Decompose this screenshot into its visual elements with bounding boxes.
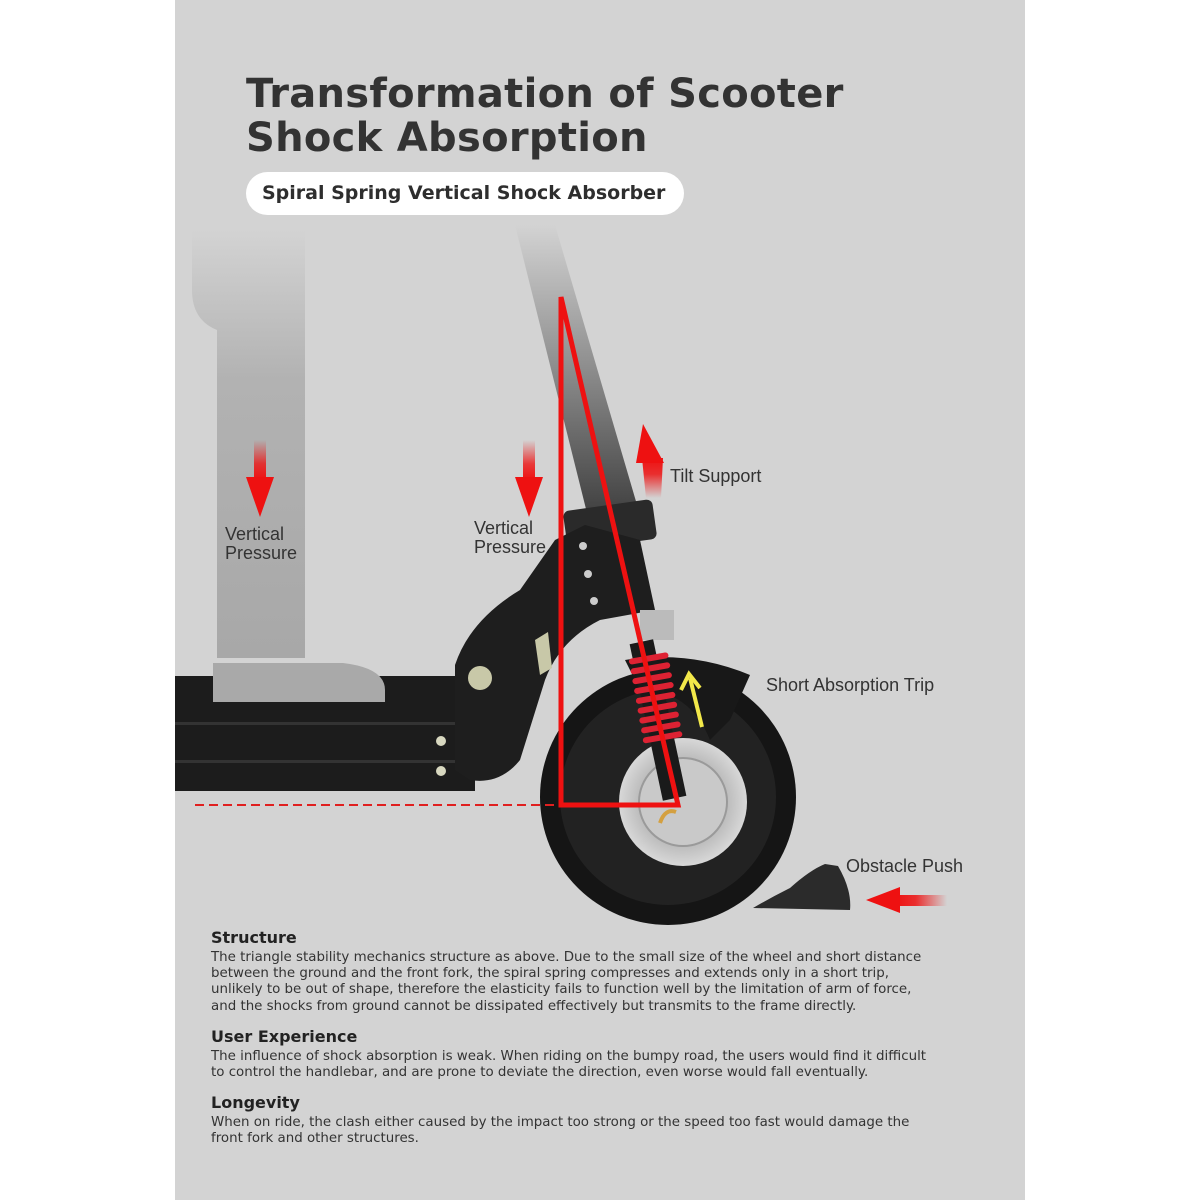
arrow-left-obstacle-icon: [866, 887, 947, 913]
arrow-down-center-icon: [515, 440, 543, 517]
section-longevity: Longevity When on ride, the clash either…: [211, 1093, 1011, 1147]
label-tilt-support: Tilt Support: [670, 466, 762, 486]
section-structure: Structure The triangle stability mechani…: [211, 928, 1011, 1015]
label-vertical-pressure-center: Vertical Pressure: [474, 518, 547, 557]
arrow-down-left-icon: [246, 440, 274, 517]
section-heading: User Experience: [211, 1027, 358, 1046]
section-body: The influence of shock absorption is wea…: [211, 1049, 927, 1081]
section-body: When on ride, the clash either caused by…: [211, 1115, 910, 1147]
section-heading: Longevity: [211, 1093, 300, 1112]
page-title: Transformation of Scooter Shock Absorpti…: [246, 72, 844, 160]
subtitle-pill: Spiral Spring Vertical Shock Absorber: [246, 172, 684, 215]
grey-post-silhouette: [192, 230, 305, 658]
section-heading: Structure: [211, 928, 297, 947]
scooter-deck: [175, 663, 475, 791]
scooter-stem: [515, 225, 657, 551]
arrow-up-tilt-icon: [636, 424, 664, 498]
scooter-fork-bracket: [455, 525, 655, 781]
label-vertical-pressure-left: Vertical Pressure: [225, 524, 298, 563]
title-line-2: Shock Absorption: [246, 115, 648, 161]
subtitle-text: Spiral Spring Vertical Shock Absorber: [262, 182, 666, 204]
label-short-absorption-trip: Short Absorption Trip: [766, 675, 935, 695]
obstacle-bump: [753, 864, 851, 910]
section-body: The triangle stability mechanics structu…: [211, 950, 922, 1014]
red-coil-spring: [628, 652, 683, 744]
title-line-1: Transformation of Scooter: [246, 71, 844, 117]
arrow-up-spring-icon: [679, 670, 704, 728]
label-obstacle-push: Obstacle Push: [846, 856, 964, 876]
section-user-experience: User Experience The influence of shock a…: [211, 1027, 1011, 1081]
force-triangle: [558, 296, 682, 808]
